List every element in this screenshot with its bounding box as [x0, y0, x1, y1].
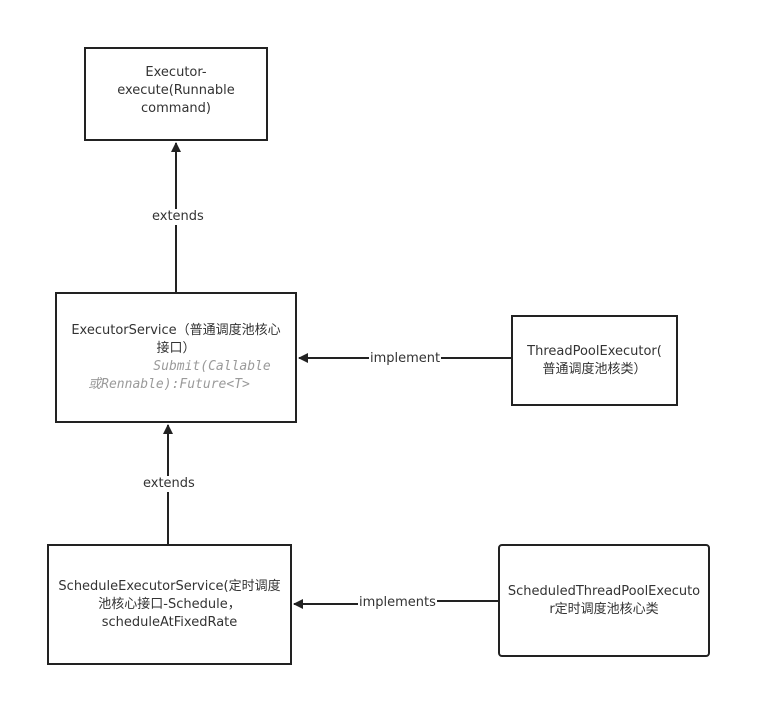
- scheduled-thread-pool-executor-node: ScheduledThreadPoolExecuto r定时调度池核心类: [498, 544, 710, 657]
- executor-line-1: Executor-: [145, 65, 207, 80]
- executor-service-signature-1: Submit(Callable: [153, 358, 271, 374]
- executor-service-signature-2: 或Rennable):Future<T>: [88, 376, 250, 392]
- executor-line-2: execute(Runnable: [117, 83, 235, 98]
- schedule-service-line-3: scheduleAtFixedRate: [101, 614, 238, 630]
- scheduled-pool-line-2: r定时调度池核心类: [549, 601, 659, 617]
- edge-label-implement: implement: [369, 351, 442, 367]
- thread-pool-line-1: ThreadPoolExecutor(: [527, 343, 662, 359]
- thread-pool-executor-node: ThreadPoolExecutor( 普通调度池核类）: [511, 315, 678, 406]
- executor-service-line-1: ExecutorService（普通调度池核心: [71, 322, 281, 338]
- executor-line-3: command): [141, 101, 211, 116]
- schedule-executor-service-node: ScheduleExecutorService(定时调度 池核心接口-Sched…: [47, 544, 292, 665]
- schedule-service-line-1: ScheduleExecutorService(定时调度: [58, 578, 281, 594]
- edge-label-implements: implements: [358, 595, 437, 611]
- schedule-service-line-2: 池核心接口-Schedule，: [98, 596, 241, 612]
- thread-pool-line-2: 普通调度池核类）: [542, 361, 647, 377]
- edge-label-extends-bottom: extends: [142, 476, 196, 492]
- executor-service-line-2: 接口）: [156, 340, 196, 356]
- edge-label-extends-top: extends: [151, 209, 205, 225]
- scheduled-pool-line-1: ScheduledThreadPoolExecuto: [507, 583, 701, 599]
- executor-service-node: ExecutorService（普通调度池核心 接口） Submit(Calla…: [55, 292, 297, 423]
- executor-node: Executor- execute(Runnable command): [84, 47, 268, 141]
